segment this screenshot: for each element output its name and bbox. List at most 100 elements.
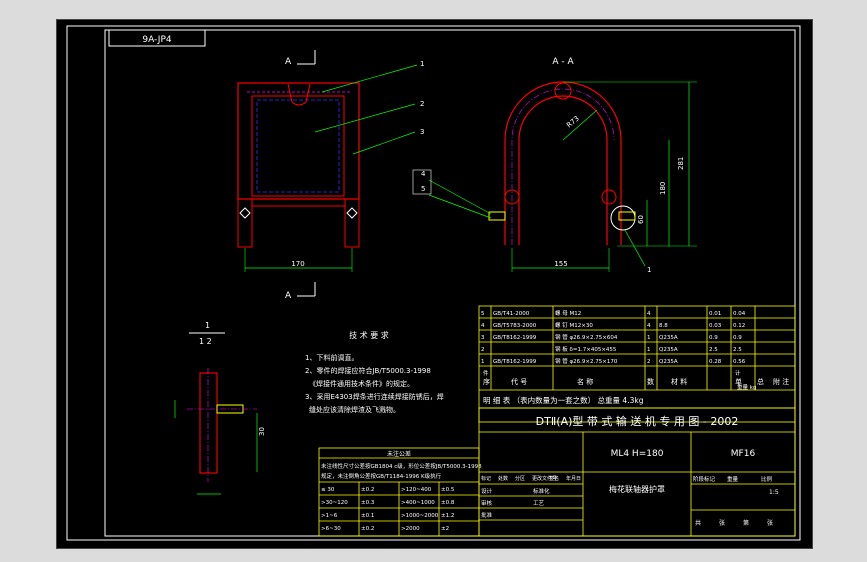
note-line-5: 缝处应该清除焊渣及飞溅物。	[309, 405, 400, 414]
bom-cell: 0.9	[733, 335, 742, 341]
tolerance-note-2: 规定，未注倒角公差按GB/T1184-1996 K级执行	[321, 472, 442, 480]
callout-3: 3	[420, 128, 424, 136]
detail-circle	[610, 205, 636, 231]
note-line-3: 《焊接件通用技术条件》的规定。	[309, 379, 414, 388]
bom-header-sub: 件	[483, 369, 489, 377]
tolerance-cell: >400~1000	[401, 500, 435, 506]
leader-4	[428, 179, 492, 215]
drawing-no-stamp-box	[108, 29, 206, 47]
bom-header-sub: 计	[735, 369, 741, 377]
stage-label: 重量	[727, 475, 739, 483]
bom-cell: 0.56	[733, 359, 746, 365]
part-name: 梅花联轴器护罩	[609, 484, 665, 494]
callout-1: 1	[420, 60, 424, 68]
tolerance-cell: ±0.5	[441, 487, 455, 493]
callout-box-4-5	[412, 169, 432, 195]
sheet-label: 第	[743, 519, 749, 527]
stage-label: 阶段标记	[693, 475, 716, 483]
bom-header-cell: 代 号	[511, 377, 527, 386]
u-tube-outer	[504, 81, 622, 245]
bom-header-cell: 总	[757, 377, 764, 386]
bom-header-cell: 材 料	[671, 377, 687, 386]
bom-cell: 钢 管 φ26.9×2.75×170	[555, 357, 618, 365]
u-tube-center	[511, 88, 615, 245]
title-block-labels: 标记处数分区更改文件号签名年月日设计标准化审核工艺批准阶段标记重量比例共张第张	[481, 475, 773, 527]
bom-header-cell: 附 注	[773, 377, 789, 386]
bom-cell: 2	[481, 347, 485, 353]
tolerance-cell: ±0.8	[441, 500, 455, 506]
section-dim-radius: R73	[565, 115, 581, 130]
bom-cell: 0.9	[709, 335, 718, 341]
revision-label: 标记	[481, 475, 491, 482]
tolerance-cell: ±0.2	[361, 526, 374, 532]
scale-value: 1:5	[769, 489, 779, 496]
bom-cell: 螺 母 M12	[555, 309, 581, 317]
tolerance-table	[318, 447, 480, 537]
right-bolt-marker	[346, 207, 358, 219]
bom-cell: 4	[647, 311, 651, 317]
tolerance-title: 未注公差	[387, 450, 411, 458]
bom-cell: 3	[481, 335, 485, 341]
role-label: 审核	[481, 499, 493, 507]
callout-2: 2	[420, 100, 424, 108]
tolerance-cell: ±0.3	[361, 500, 375, 506]
tolerance-cell: >120~400	[401, 487, 432, 493]
bom-cell: Q235A	[659, 359, 678, 365]
bom-cell: 1	[647, 347, 651, 353]
detail-label-scale: 1 2	[199, 337, 212, 346]
section-dim-height-3: 60	[637, 215, 645, 224]
bom-cell: 0.28	[709, 359, 722, 365]
left-bolt	[488, 211, 506, 221]
tolerance-cell: >2000	[401, 526, 420, 532]
role-label: 设计	[481, 487, 493, 495]
bom-cell: GB/T41-2000	[493, 311, 530, 317]
bom-cell: 5	[481, 311, 485, 317]
spec: ML4 H=180	[611, 449, 664, 459]
detail-plate	[199, 372, 218, 474]
tolerance-rows: ≤ 30±0.2>120~400±0.5>30~120±0.3>400~1000…	[321, 487, 455, 532]
cad-drawing: 9A-JP4 A 170 A 1 2 3 A - A	[66, 25, 801, 541]
tolerance-note-1: 未注线性尺寸公差按GB1804 c级，形位公差按JB/T5000.3-1998	[321, 462, 482, 470]
drawing-viewport[interactable]: 9A-JP4 A 170 A 1 2 3 A - A	[56, 19, 813, 549]
bom-cell: 8.8	[659, 323, 668, 329]
bom-cell: 2	[647, 359, 651, 365]
notes-title: 技 术 要 求	[349, 330, 389, 340]
left-bolt-marker	[239, 207, 251, 219]
leader-2	[314, 103, 416, 133]
note-line-2: 2、零件的焊接应符合JB/T5000.3-1998	[305, 366, 431, 375]
guard-plate-inner	[251, 95, 345, 197]
u-tube-inner	[518, 95, 608, 245]
tolerance-cell: ≤ 30	[321, 487, 335, 493]
bom-cell: 钢 管 φ26.9×2.75×604	[555, 333, 618, 341]
right-pipe-section	[601, 189, 617, 205]
top-cutout	[287, 83, 311, 106]
revision-label: 分区	[515, 475, 525, 482]
right-bolt	[618, 211, 636, 221]
left-leg	[237, 198, 253, 248]
front-dim-width: 170	[291, 260, 304, 268]
section-dim-height-2: 180	[659, 182, 667, 195]
left-pipe-section	[504, 189, 520, 205]
drawing-number: MF16	[731, 449, 756, 459]
role-label: 标准化	[533, 487, 550, 495]
bom-cell: 螺 钉 M12×30	[555, 321, 593, 329]
note-line-1: 1、下料前调直。	[305, 353, 358, 362]
bom-header-cell: 数	[647, 377, 654, 386]
bom-header-cell: 序	[483, 377, 490, 386]
bom-header-sub: 重量 kg	[737, 383, 756, 391]
callout-5: 5	[421, 185, 425, 193]
bom-cell: 2.5	[733, 347, 742, 353]
leader-3	[352, 131, 416, 155]
leader-detail	[624, 229, 646, 267]
front-view: A 170 A	[237, 50, 418, 301]
stage-label: 比例	[761, 475, 773, 483]
section-dim-width: 155	[554, 260, 567, 268]
inner-border	[104, 29, 796, 537]
sheet-label: 张	[719, 519, 725, 527]
bom-cell: 1	[481, 359, 485, 365]
callout-detail-1: 1	[647, 266, 651, 274]
technical-notes: 技 术 要 求 1、下料前调直。 2、零件的焊接应符合JB/T5000.3-19…	[305, 330, 444, 414]
bom-cell: Q235A	[659, 347, 678, 353]
callout-4: 4	[421, 170, 426, 178]
